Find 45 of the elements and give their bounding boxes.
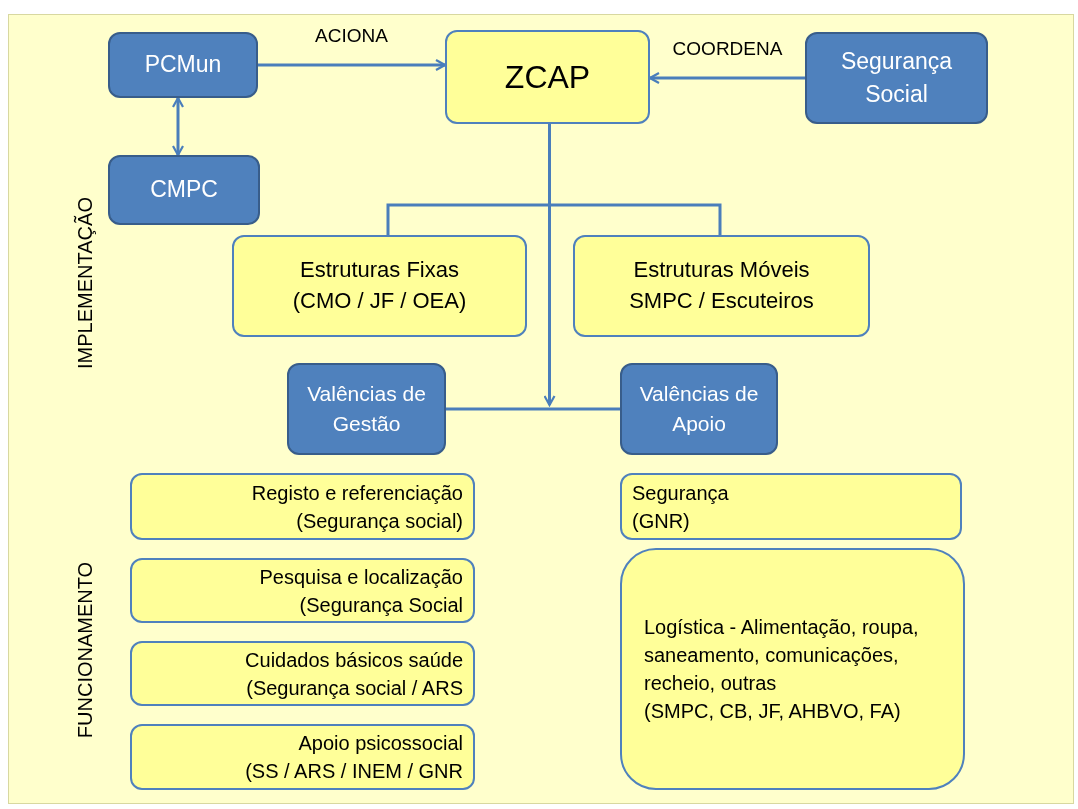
arrow — [171, 96, 185, 157]
arrow — [648, 71, 805, 85]
node-text: Pesquisa e localização — [258, 564, 463, 590]
node-subtext: SMPC / Escuteiros — [628, 287, 815, 315]
arrow — [543, 124, 556, 407]
entity-box — [287, 363, 446, 455]
node-text: Estruturas Fixas — [299, 256, 460, 285]
node-text: Apoio psicossocial — [297, 731, 463, 756]
arrow — [258, 58, 447, 72]
node-subtext: (SMPC, CB, JF, AHBVO, FA) — [644, 699, 902, 724]
node-subtext: (Segurança Social — [298, 592, 463, 618]
node-text: ZCAP — [503, 57, 592, 97]
node-subtext: (SS / ARS / INEM / GNR — [244, 759, 463, 784]
process-box — [232, 235, 527, 337]
process-box — [130, 724, 475, 790]
node-subtext: (GNR) — [632, 508, 691, 534]
edge-label: COORDENA — [672, 38, 783, 60]
entity-box — [108, 32, 258, 98]
node-subtext: (CMO / JF / OEA) — [291, 287, 468, 315]
node-text: Registo e referenciação — [250, 480, 463, 506]
node-text: Estruturas Móveis — [632, 256, 811, 285]
node-text: PCMun — [143, 50, 223, 80]
node-text: CMPC — [149, 175, 219, 205]
node-text: Valências de Apoio — [638, 380, 760, 437]
node-text: Logística - Alimentação, roupa, saneamento, comunicações, recheio, outras — [644, 615, 920, 696]
process-box — [445, 30, 650, 124]
process-box — [130, 641, 475, 706]
entity-box — [108, 155, 260, 225]
entity-box — [620, 363, 778, 455]
section-label: IMPLEMENTAÇÃO — [73, 197, 97, 369]
section-label: FUNCIONAMENTO — [73, 561, 97, 739]
edge-label: ACIONA — [315, 25, 388, 47]
node-subtext: (Segurança social) — [295, 508, 463, 534]
connector-line — [446, 407, 620, 411]
process-box — [130, 473, 475, 540]
entity-box — [805, 32, 988, 124]
node-text: Segurança Social — [839, 46, 954, 109]
process-box — [573, 235, 870, 337]
process-box — [620, 548, 965, 790]
node-subtext: (Segurança social / ARS — [245, 675, 463, 701]
node-text: Valências de Gestão — [306, 380, 427, 437]
process-box — [130, 558, 475, 623]
node-text: Cuidados básicos saúde — [244, 647, 463, 673]
process-box — [620, 473, 962, 540]
node-text: Segurança — [632, 480, 730, 506]
